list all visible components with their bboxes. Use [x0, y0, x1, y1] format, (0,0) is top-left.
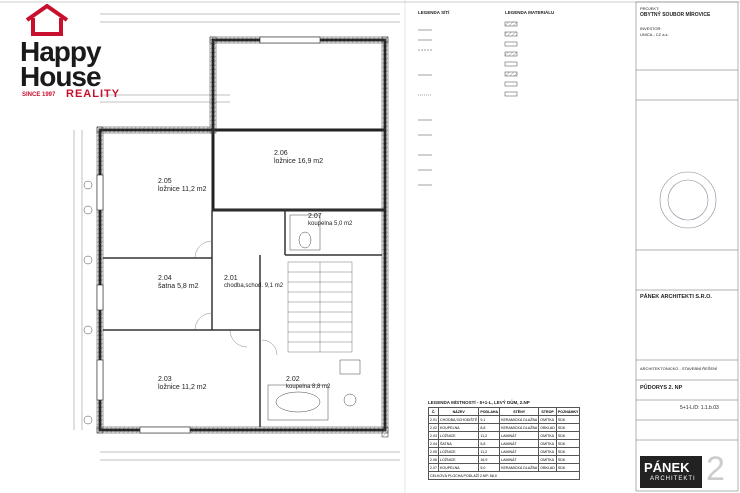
phase: ARCHITEKTONICKO - STAVEBNÍ ŘEŠENÍ [640, 366, 718, 371]
legend-materials-title: LEGENDA MATERIÁLU [505, 10, 555, 15]
logo-reality: REALITY [66, 88, 121, 100]
room-number: 2.06 [274, 150, 288, 157]
cell: SDK [555, 463, 581, 472]
house-logo-icon [25, 4, 69, 36]
cell: OMÍTKA [538, 439, 557, 448]
project-name: OBYTNÝ SOUBOR MÍROVICE [640, 12, 711, 18]
cell: LOŽNICE [437, 431, 480, 440]
cell: CHODBA,SCHODIŠTĚ [437, 415, 480, 424]
cell: KOUPELNA [437, 463, 480, 472]
room-name: ložnice 16,9 m2 [274, 158, 324, 165]
room-number: 2.03 [158, 376, 172, 383]
cell: OMÍTKA [538, 447, 557, 456]
rooms-table: Č. NÁZEV PODLAHA STĚNY STROP POZNÁMKY 2.… [427, 407, 581, 480]
cell: 11,2 [478, 447, 501, 456]
cell: CELKOVÁ PLOCHA PODLAŽÍ 2.NP: 68,0 [427, 471, 581, 480]
cell: OMÍTKA [538, 415, 557, 424]
table-row: 2.05 LOŽNICE 11,2 LAMINÁT OMÍTKA SDK [428, 447, 581, 456]
room-number: 2.04 [158, 275, 172, 282]
cell: KERAMICKÁ DLAŽBA [499, 415, 540, 424]
office-name: PÁNEK ARCHITEKTI S.R.O. [640, 294, 712, 300]
cell: OBKLAD [538, 463, 557, 472]
cell: 2.02 [428, 423, 439, 432]
cell: SDK [555, 423, 581, 432]
rooms-legend-title: LEGENDA MÍSTNOSTÍ - 5+1-L, LEVÝ DŮM, 2.N… [428, 400, 530, 405]
cell: 5,0 [478, 463, 501, 472]
room-number: 2.01 [224, 275, 238, 282]
cell: 9,1 [478, 415, 501, 424]
cell: SDK [555, 439, 581, 448]
cell: 2.01 [428, 415, 439, 424]
legend-walls-title: LEGENDA SÍTÍ [418, 10, 450, 15]
cell: 2.05 [428, 447, 439, 456]
investor-label: INVESTOR: [640, 26, 662, 31]
table-total-row: CELKOVÁ PLOCHA PODLAŽÍ 2.NP: 68,0 [427, 471, 581, 480]
table-row: 2.03 LOŽNICE 11,2 LAMINÁT OMÍTKA SDK [428, 431, 581, 440]
cell: 2.06 [428, 455, 439, 464]
cell: LAMINÁT [499, 431, 540, 440]
cell: KERAMICKÁ DLAŽBA [499, 423, 540, 432]
table-header-row: Č. NÁZEV PODLAHA STĚNY STROP POZNÁMKY [428, 407, 581, 416]
table-row: 2.04 ŠATNA 5,8 LAMINÁT OMÍTKA SDK [428, 439, 581, 448]
table-row: 2.02 KOUPELNA 8,8 KERAMICKÁ DLAŽBA OBKLA… [428, 423, 581, 432]
cell: LOŽNICE [437, 447, 480, 456]
rooms-legend: LEGENDA MÍSTNOSTÍ - 5+1-L, LEVÝ DŮM, 2.N… [427, 400, 581, 480]
drawing-title: PŮDORYS 2. NP [640, 385, 683, 391]
room-name: šatna 5,8 m2 [158, 283, 199, 290]
sheet-big-number: 2 [706, 450, 725, 488]
cell: SDK [555, 415, 581, 424]
cell: 8,8 [478, 423, 501, 432]
room-name: ložnice 11,2 m2 [158, 384, 207, 391]
table-row: 2.07 KOUPELNA 5,0 KERAMICKÁ DLAŽBA OBKLA… [428, 463, 581, 472]
cell: LAMINÁT [499, 455, 540, 464]
logo-text-happy: Happy [20, 36, 102, 67]
cell: 2.03 [428, 431, 439, 440]
investor-name: UNICA - CZ a.s. [640, 32, 669, 37]
column-header: Č. [428, 407, 439, 416]
cell: OMÍTKA [538, 431, 557, 440]
room-name: chodba,schod. 9,1 m2 [224, 283, 284, 289]
cell: SDK [555, 431, 581, 440]
project-label: PROJEKT: [640, 6, 660, 11]
room-number: 2.05 [158, 178, 172, 185]
cell: 11,2 [478, 431, 501, 440]
cell: 16,9 [478, 455, 501, 464]
cell: OBKLAD [538, 423, 557, 432]
column-header: POZNÁMKY [555, 407, 581, 416]
room-number: 2.02 [286, 376, 300, 383]
brand-logo: PÁNEK [644, 460, 690, 475]
cell: 2.07 [428, 463, 439, 472]
table-row: 2.06 LOŽNICE 16,9 LAMINÁT OMÍTKA SDK [428, 455, 581, 464]
cell: LAMINÁT [499, 439, 540, 448]
cell: 5,8 [478, 439, 501, 448]
column-header: STĚNY [499, 407, 540, 416]
cell: SDK [555, 455, 581, 464]
table-row: 2.01 CHODBA,SCHODIŠTĚ 9,1 KERAMICKÁ DLAŽ… [428, 415, 581, 424]
column-header: NÁZEV [437, 407, 480, 416]
column-header: STROP [538, 407, 557, 416]
drawing-number: 5+1-L/D: 1.1.b.03 [680, 405, 719, 411]
logo-since: SINCE 1997 [22, 92, 56, 98]
brand-logo-sub: ARCHITEKTI [650, 476, 696, 482]
cell: KERAMICKÁ DLAŽBA [499, 463, 540, 472]
room-name: koupelna 5,0 m2 [308, 221, 353, 227]
cell: OMÍTKA [538, 455, 557, 464]
cell: KOUPELNA [437, 423, 480, 432]
cell: 2.04 [428, 439, 439, 448]
room-number: 2.07 [308, 213, 322, 220]
column-header: PODLAHA [478, 407, 501, 416]
cell: SDK [555, 447, 581, 456]
cell: LOŽNICE [437, 455, 480, 464]
logo-text-house: House [20, 61, 102, 92]
room-name: ložnice 11,2 m2 [158, 186, 207, 193]
room-name: koupelna 8,8 m2 [286, 384, 331, 390]
cell: LAMINÁT [499, 447, 540, 456]
cell: ŠATNA [437, 439, 480, 448]
